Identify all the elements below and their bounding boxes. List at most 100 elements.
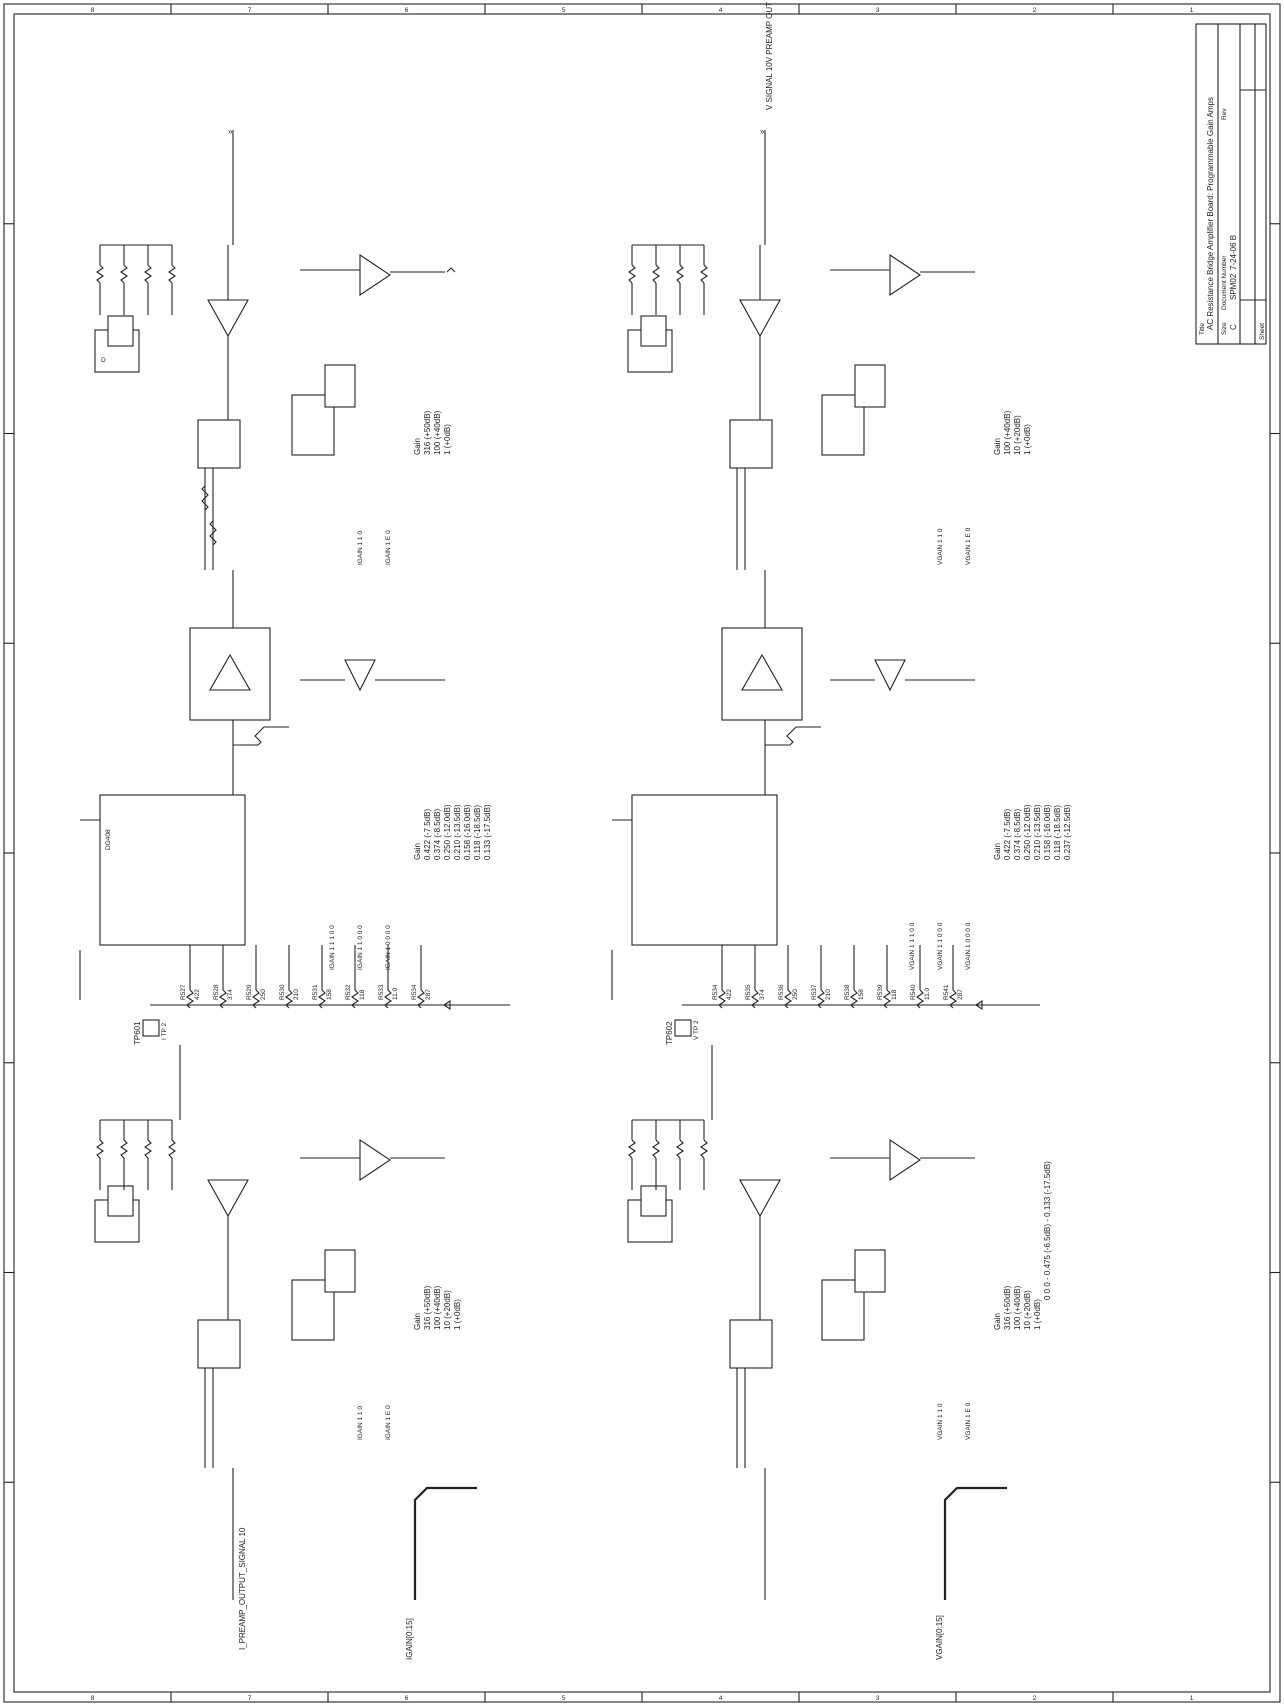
bottom-zone-label: 3 (876, 1695, 880, 1702)
ladder-resistor-value: 158 (326, 989, 333, 1000)
bottom-zone-label: 8 (91, 1695, 95, 1702)
bottom-zone-label: 7 (248, 1695, 252, 1702)
u-output-arrow: » (228, 127, 233, 136)
gain-table-title: Gain (413, 438, 422, 455)
ladder-resistor-value: 11.0 (392, 987, 399, 1000)
u-dg444-top (197, 419, 241, 469)
gain-table-control: VGAIN 1 E 0 (965, 1402, 972, 1440)
gain-table-row: 0.158 (-16.0dB) (463, 804, 472, 860)
gain-table-row: 0.422 (-7.5dB) (423, 809, 432, 860)
gain-table-row: 316 (+50dB) (423, 1285, 432, 1330)
sheet-label: Sheet (1259, 323, 1266, 340)
ladder-resistor-value: 287 (957, 989, 964, 1000)
gain-table-row: 0.118 (-18.5dB) (1053, 805, 1062, 860)
bottom-zone-label: 2 (1033, 1695, 1037, 1702)
title-label: Title (1199, 323, 1206, 335)
gain-table-control: IGAIN 1 1 0 (357, 1406, 364, 1440)
ladder-resistor-value: 422 (194, 989, 201, 1000)
ladder-resistor-value: 158 (858, 989, 865, 1000)
v-dg408-mux (631, 794, 778, 946)
ladder-resistor-name: R541 (943, 984, 950, 1000)
sheet-title: AC Resistance Bridge Amplifier Board: Pr… (1206, 97, 1215, 330)
ladder-resistor-name: R532 (345, 984, 352, 1000)
gain-table-row: 0.210 (-13.5dB) (453, 804, 462, 860)
rev-label: Rev (1221, 108, 1228, 120)
gain-table-row: 0.158 (-16.0dB) (1043, 804, 1052, 860)
v-signal-net: V SIGNAL 10V PREAMP OUT (765, 2, 774, 110)
v-buffer-top (889, 253, 921, 297)
gain-table-extra: 0 0 0 - 0.475 (-6.5dB) - 0.133 (-17.5dB) (1043, 1161, 1052, 1300)
gain-table-control: IGAIN 1 E 0 (385, 1405, 392, 1440)
top-zone-label: 6 (405, 7, 409, 14)
ladder-resistor-name: R535 (745, 984, 752, 1000)
u-gain-bus-label: IGAIN[0:15] (405, 1618, 414, 1660)
top-zone-label: 5 (562, 7, 566, 14)
ladder-resistor-value: 210 (825, 989, 832, 1000)
bottom-zone-label: 6 (405, 1695, 409, 1702)
v-testpoint-label: V TP 2 (693, 1020, 700, 1040)
u-gain-bus (413, 1486, 477, 1600)
v-gain-bus (943, 1486, 1007, 1600)
v-testpoint (674, 1019, 692, 1037)
u-bottom-feedback-resistors (96, 1119, 176, 1190)
gain-table-control: IGAIN 1 1 0 (357, 531, 364, 565)
gain-table-title: Gain (993, 843, 1002, 860)
gain-table-row: 1 (+0dB) (453, 1299, 462, 1330)
ladder-resistor-value: 422 (726, 989, 733, 1000)
u-testpoint-label: I TP 2 (161, 1023, 168, 1040)
gain-table-control: IGAIN 1 1 1 0 0 (329, 925, 336, 970)
gain-table-row: 0.210 (-13.5dB) (1033, 804, 1042, 860)
gain-table-control: IGAIN 1 E 0 (385, 530, 392, 565)
gain-table-row: 0.374 (-8.5dB) (1013, 809, 1022, 860)
ladder-resistor-value: 374 (759, 989, 766, 1000)
ladder-resistor-value: 287 (425, 989, 432, 1000)
gain-table-row: 0.422 (-7.5dB) (1003, 809, 1012, 860)
ladder-resistor-name: R540 (910, 984, 917, 1000)
top-zone-label: 2 (1033, 7, 1037, 14)
ladder-resistor-value: 210 (293, 989, 300, 1000)
u-preamp-net: I_PREAMP_OUTPUT_SIGNAL 10 (238, 1527, 247, 1650)
ladder-resistor-value: 374 (227, 989, 234, 1000)
bottom-zone-label: 4 (719, 1695, 723, 1702)
gain-table-row: 100 (+40dB) (433, 1285, 442, 1330)
ladder-resistor-name: R527 (180, 984, 187, 1000)
u-top-feedback-resistors (96, 244, 176, 315)
bottom-zone-label: 1 (1190, 1695, 1194, 1702)
ladder-resistor-name: R537 (811, 984, 818, 1000)
gain-table-row: 10 (+20dB) (1023, 1290, 1032, 1330)
svg-text:DG408: DG408 (105, 829, 112, 850)
gain-table-row: 316 (+50dB) (423, 410, 432, 455)
gain-table-control: VGAIN 1 0 0 0 0 (965, 922, 972, 970)
svg-text:D: D (101, 357, 106, 364)
gain-table-control: VGAIN 1 1 0 (937, 1403, 944, 1440)
u-testpoint-name: TP601 (133, 1021, 142, 1045)
ladder-resistor-name: R530 (279, 984, 286, 1000)
gain-table-row: 0.133 (-17.5dB) (483, 804, 492, 860)
gain-table-row: 0.250 (-12.0dB) (443, 804, 452, 860)
size-value: C (1229, 324, 1238, 330)
gain-table-control: IGAIN 1 0 0 0 0 (385, 925, 392, 970)
v-bottom-feedback-resistors (628, 1119, 708, 1190)
ladder-resistor-value: 118 (359, 989, 366, 1000)
gain-table-row: 0.374 (-8.5dB) (433, 809, 442, 860)
doc-number-value: SPM02 (1229, 273, 1238, 300)
v-top-feedback-resistors (628, 244, 708, 315)
ladder-resistor-value: 250 (792, 989, 799, 1000)
v-dg444-top (729, 419, 773, 469)
top-zone-label: 3 (876, 7, 880, 14)
v-output-arrow: » (760, 127, 765, 136)
ladder-resistor-name: R536 (778, 984, 785, 1000)
ladder-resistor-name: R528 (213, 984, 220, 1000)
gain-table-row: 0.250 (-12.0dB) (1023, 804, 1032, 860)
gain-table-row: 0.118 (-18.5dB) (473, 805, 482, 860)
u-dg408-mux (99, 794, 246, 946)
v-testpoint-name: TP602 (665, 1021, 674, 1045)
v-buffer-mid (874, 659, 906, 692)
ladder-resistor-value: 118 (891, 989, 898, 1000)
gain-table-title: Gain (413, 843, 422, 860)
gain-table-control: IGAIN 1 1 0 0 0 (357, 925, 364, 970)
